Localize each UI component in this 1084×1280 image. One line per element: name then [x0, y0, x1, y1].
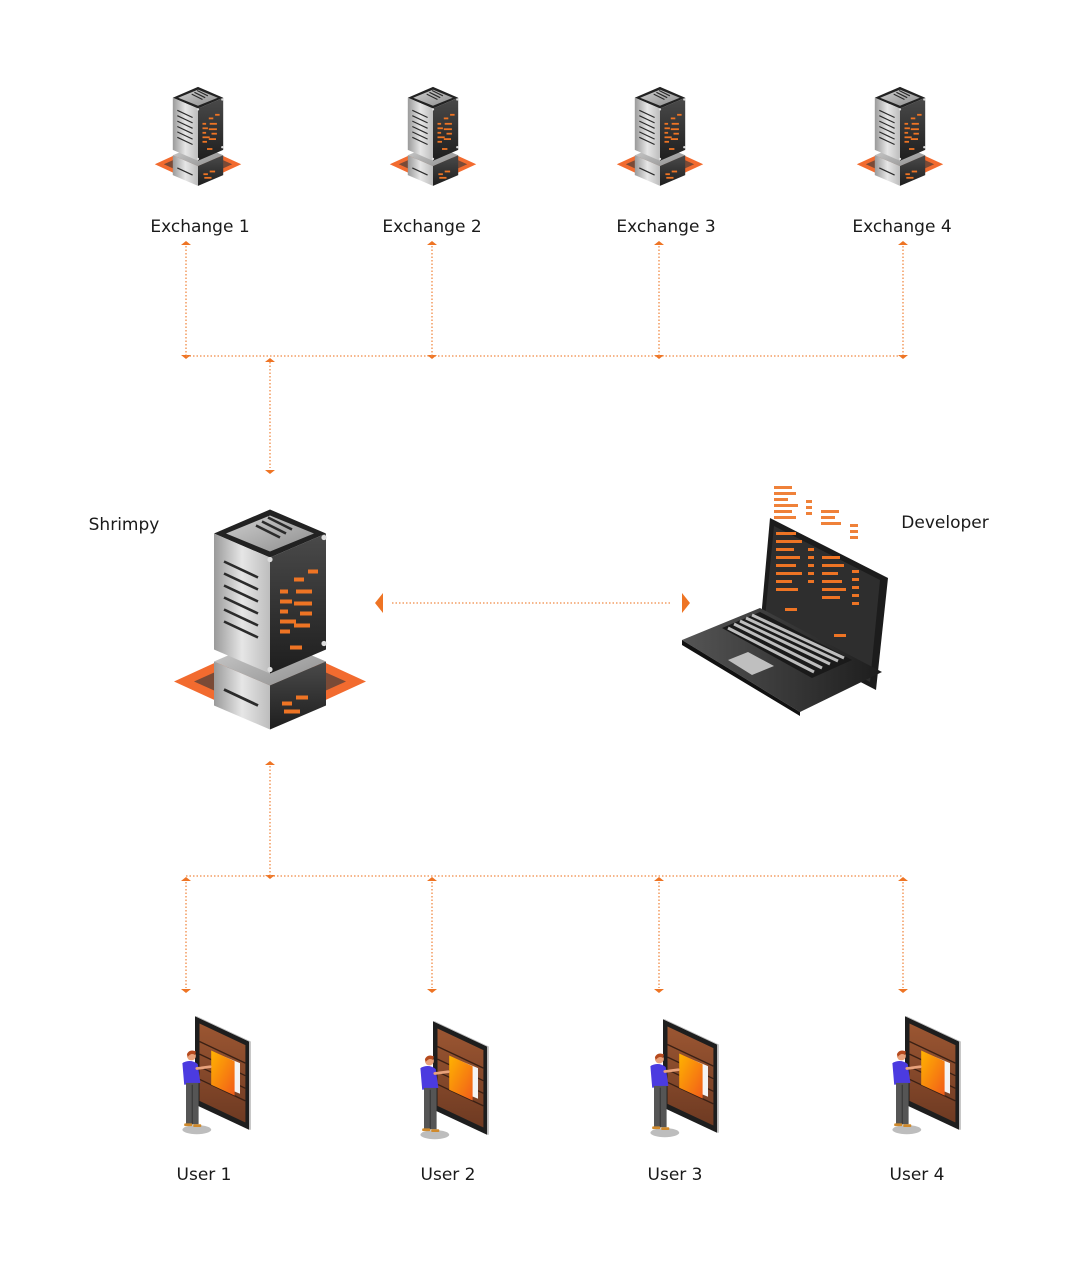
- exchange-node[interactable]: Exchange 1: [150, 86, 250, 237]
- user-label: User 1: [177, 1165, 232, 1185]
- arrow-up-icon: [265, 358, 275, 362]
- exchange-node[interactable]: Exchange 2: [382, 86, 482, 237]
- user-at-display-icon: [890, 1014, 963, 1136]
- arrow-down-icon: [181, 989, 191, 993]
- user-node[interactable]: User 4: [890, 1014, 963, 1185]
- developer-label: Developer: [901, 513, 988, 533]
- exchange-label: Exchange 3: [616, 217, 715, 237]
- arrow-up-icon: [181, 241, 191, 245]
- arrow-up-icon: [427, 877, 437, 881]
- exchange-label: Exchange 1: [150, 217, 249, 237]
- arrow-up-icon: [265, 761, 275, 765]
- user-at-display-icon: [648, 1017, 721, 1139]
- server-icon: [856, 86, 944, 187]
- user-label: User 3: [648, 1165, 703, 1185]
- exchange-node[interactable]: Exchange 3: [616, 86, 716, 237]
- arrow-down-icon: [265, 470, 275, 474]
- arrow-left-icon: [375, 593, 383, 613]
- shrimpy-node[interactable]: Shrimpy: [89, 507, 368, 732]
- server-icon: [389, 86, 477, 187]
- arrow-down-icon: [181, 355, 191, 359]
- arrow-up-icon: [181, 877, 191, 881]
- user-at-display-icon: [418, 1019, 491, 1141]
- arrow-down-icon: [898, 989, 908, 993]
- server-icon: [172, 507, 368, 732]
- arrow-up-icon: [898, 877, 908, 881]
- user-label: User 4: [890, 1165, 945, 1185]
- user-node[interactable]: User 3: [648, 1017, 721, 1185]
- exchange-label: Exchange 2: [382, 217, 481, 237]
- laptop-icon: [682, 486, 888, 716]
- developer-node[interactable]: Developer: [682, 486, 989, 716]
- arrow-down-icon: [898, 355, 908, 359]
- arrow-up-icon: [654, 877, 664, 881]
- arrow-down-icon: [427, 989, 437, 993]
- arrow-up-icon: [654, 241, 664, 245]
- connectors: [181, 241, 908, 993]
- server-icon: [154, 86, 242, 187]
- user-node[interactable]: User 1: [177, 1014, 253, 1185]
- user-node[interactable]: User 2: [418, 1019, 491, 1185]
- arrow-down-icon: [654, 989, 664, 993]
- shrimpy-label: Shrimpy: [89, 515, 160, 535]
- user-at-display-icon: [180, 1014, 253, 1136]
- server-icon: [616, 86, 704, 187]
- exchange-label: Exchange 4: [852, 217, 951, 237]
- arrow-right-icon: [682, 593, 690, 613]
- arrow-up-icon: [898, 241, 908, 245]
- user-label: User 2: [421, 1165, 476, 1185]
- exchange-node[interactable]: Exchange 4: [852, 86, 952, 237]
- arrow-up-icon: [427, 241, 437, 245]
